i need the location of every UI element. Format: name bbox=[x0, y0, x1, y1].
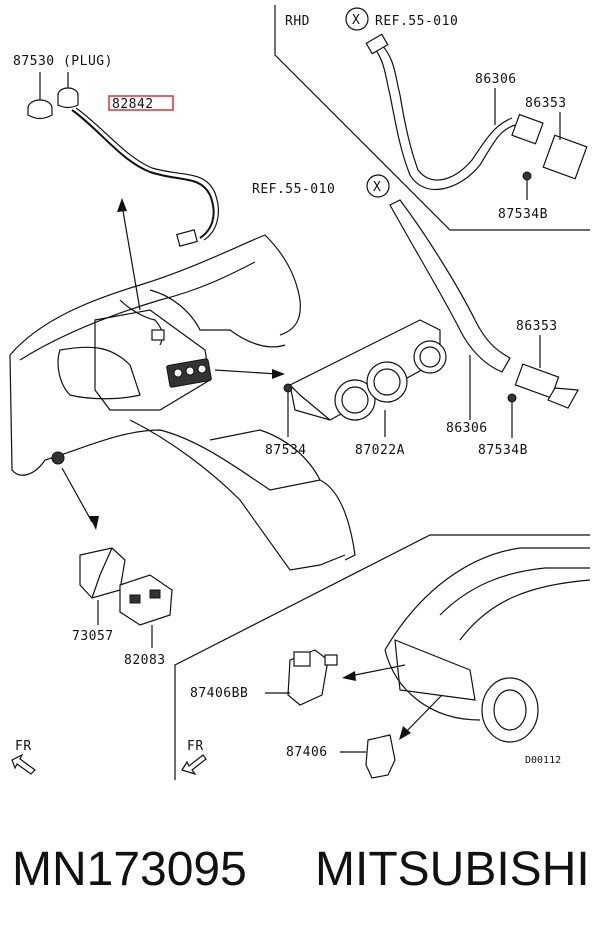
brand-name: MITSUBISHI bbox=[315, 843, 590, 896]
part-number: MN173095 bbox=[12, 843, 247, 896]
footer: MN173095 MITSUBISHI bbox=[0, 835, 600, 905]
switch-73057 bbox=[79, 547, 126, 599]
dashboard bbox=[9, 234, 356, 571]
harness-wire bbox=[71, 109, 215, 239]
hose-upper bbox=[371, 44, 516, 191]
arrow-sensor bbox=[404, 694, 443, 734]
arrow-switches bbox=[61, 467, 93, 523]
label-sensor-front: 87406 bbox=[286, 745, 328, 760]
switch-82083 bbox=[119, 574, 173, 626]
label-clip-upper: 87534B bbox=[498, 207, 548, 222]
label-sensor-front-bb: 87406BB bbox=[190, 686, 248, 701]
label-fr-right: FR bbox=[187, 739, 204, 754]
label-plug: 87530 (PLUG) bbox=[13, 54, 113, 69]
control-unit-87022a bbox=[289, 319, 447, 421]
label-switch-a: 73057 bbox=[72, 629, 114, 644]
label-ref-top: REF.55-010 bbox=[375, 14, 458, 29]
label-harness: 82842 bbox=[112, 97, 154, 112]
harness-end-connector bbox=[176, 229, 198, 247]
label-sensor-lower: 86353 bbox=[516, 319, 558, 334]
label-sensor-upper: 86353 bbox=[525, 96, 567, 111]
sensor-87406 bbox=[365, 734, 396, 779]
clip-upper bbox=[522, 171, 532, 181]
harness-highlight-box bbox=[108, 95, 174, 111]
ref-circle-mid-x: X bbox=[373, 180, 381, 195]
arrow-control-unit bbox=[214, 369, 279, 375]
clip-lower bbox=[507, 393, 517, 403]
hose-upper-connector bbox=[365, 33, 389, 55]
label-hose-upper: 86306 bbox=[475, 72, 517, 87]
label-fr-left: FR bbox=[15, 739, 32, 754]
clip-left bbox=[283, 383, 293, 393]
ref-circle-mid bbox=[366, 174, 390, 198]
label-switch-b: 82083 bbox=[124, 653, 166, 668]
label-clip-left: 87534 bbox=[265, 443, 307, 458]
ref-circle-top-x: X bbox=[352, 13, 360, 28]
parts-diagram: RHD X REF.55-010 86306 86353 87534B REF.… bbox=[9, 5, 591, 780]
label-rhd: RHD bbox=[285, 14, 310, 29]
arrow-sensor-bb bbox=[349, 664, 406, 677]
fr-arrow-left bbox=[11, 753, 36, 775]
sensor-upper bbox=[542, 134, 588, 180]
arrow-harness bbox=[121, 204, 141, 311]
fr-arrow-right bbox=[181, 754, 207, 776]
diagram-code: D00112 bbox=[525, 755, 561, 766]
label-clip-lower: 87534B bbox=[478, 443, 528, 458]
label-ref-mid: REF.55-010 bbox=[252, 182, 335, 197]
car-front bbox=[384, 547, 591, 743]
rhd-inset-border bbox=[274, 5, 590, 231]
label-control-unit: 87022A bbox=[355, 443, 405, 458]
ref-circle-top bbox=[345, 7, 369, 31]
hose-upper-inner bbox=[381, 44, 513, 181]
hose-lower bbox=[389, 199, 511, 373]
label-hose-lower: 86306 bbox=[446, 421, 488, 436]
front-inset-border bbox=[174, 534, 590, 780]
